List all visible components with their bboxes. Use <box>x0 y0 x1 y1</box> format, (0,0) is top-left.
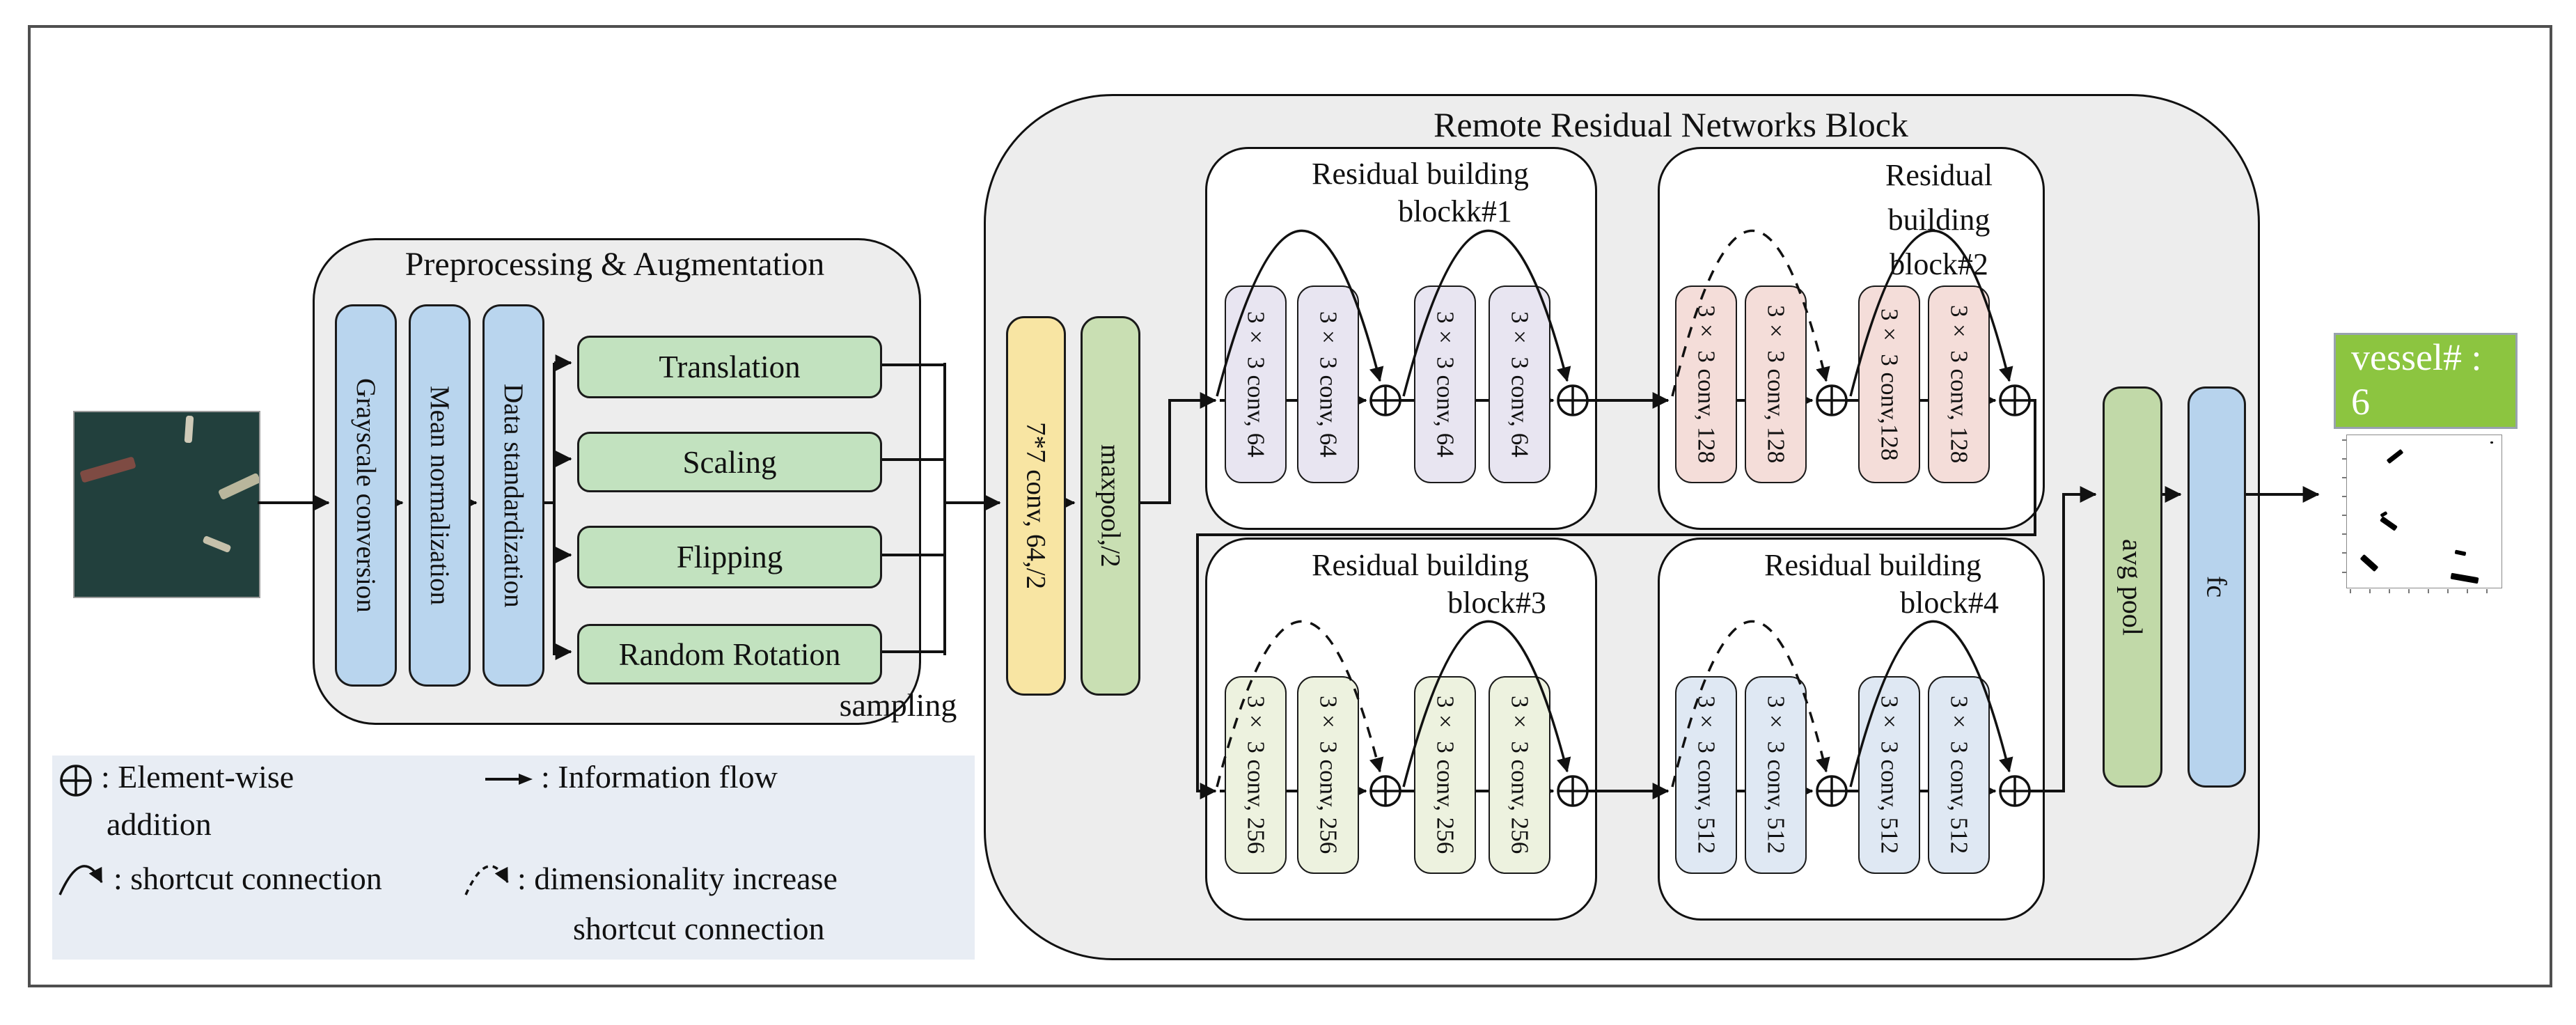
fc-box: fc <box>2188 386 2246 788</box>
b1-conv4: 3× 3 conv, 64 <box>1489 285 1550 483</box>
vessel-count-value: 6 <box>2351 381 2370 423</box>
b1-conv1: 3× 3 conv, 64 <box>1225 285 1287 483</box>
b2-conv3: 3× 3 conv,128 <box>1858 285 1920 483</box>
b1-conv3: 3× 3 conv, 64 <box>1414 285 1476 483</box>
plot-vessel-mark <box>2386 448 2404 464</box>
legend-infoflow-text: : Information flow <box>541 759 778 795</box>
block1-title-line2: blockk#1 <box>1398 194 1512 228</box>
legend-dim-increase-text2: shortcut connection <box>573 911 825 946</box>
stem-maxpool-box: maxpool,/2 <box>1081 316 1140 696</box>
block4-title-line1: Residual building <box>1764 548 1981 582</box>
output-detection-plot <box>2342 435 2502 593</box>
rrnb-title: Remote Residual Networks Block <box>1434 105 1908 144</box>
b2-conv1: 3× 3 conv, 128 <box>1675 285 1737 483</box>
aug-flipping: Flipping <box>577 526 882 588</box>
b2-conv4: 3× 3 conv, 128 <box>1928 285 1990 483</box>
information-flow-icon <box>485 774 533 785</box>
plot-vessel-mark <box>2380 516 2398 531</box>
input-satellite-image <box>73 411 260 598</box>
plot-vessel-mark <box>2490 441 2493 444</box>
b3-conv2: 3× 3 conv, 256 <box>1297 676 1359 874</box>
avg-pool-box: avg pool <box>2103 386 2162 788</box>
plot-vessel-mark <box>2359 554 2379 572</box>
stem-conv-box: 7*7 conv, 64,/2 <box>1006 316 1066 696</box>
legend: : Element-wise addition : Information fl… <box>52 756 975 960</box>
b4-conv3: 3× 3 conv, 512 <box>1858 676 1920 874</box>
block3-title-line2: block#3 <box>1447 586 1546 620</box>
aug-translation: Translation <box>577 336 882 398</box>
vessel-blob-4 <box>202 535 232 554</box>
b3-conv3: 3× 3 conv, 256 <box>1414 676 1476 874</box>
step-data-standardization: Data standardization <box>482 304 544 687</box>
block4-title-line2: block#4 <box>1900 586 1999 620</box>
vessel-count-label: vessel# : <box>2351 336 2482 378</box>
b3-conv4: 3× 3 conv, 256 <box>1489 676 1550 874</box>
dimensionality-increase-shortcut-icon <box>464 865 509 895</box>
block2-title-line2: building <box>1887 203 1990 237</box>
block3-title-line1: Residual building <box>1312 548 1529 582</box>
step-grayscale-conversion: Grayscale conversion <box>335 304 397 687</box>
vessel-blob-2 <box>79 456 136 483</box>
b4-conv1: 3× 3 conv, 512 <box>1675 676 1737 874</box>
aug-random-rotation: Random Rotation <box>577 624 882 684</box>
b4-conv4: 3× 3 conv, 512 <box>1928 676 1990 874</box>
b1-conv2: 3× 3 conv, 64 <box>1297 285 1359 483</box>
shortcut-connection-icon <box>58 865 103 895</box>
block2-title-line3: block#2 <box>1890 247 1988 281</box>
sampling-label: sampling <box>839 687 957 723</box>
vessel-blob-1 <box>184 415 194 444</box>
vessel-count-badge: vessel# : 6 <box>2334 333 2518 429</box>
b4-conv2: 3× 3 conv, 512 <box>1745 676 1807 874</box>
vessel-blob-3 <box>217 472 259 501</box>
plot-vessel-mark <box>2454 549 2467 556</box>
aug-scaling: Scaling <box>577 432 882 492</box>
preprocessing-title: Preprocessing & Augmentation <box>405 246 825 283</box>
block2-title-line1: Residual <box>1885 158 1993 192</box>
legend-addition-text: addition <box>107 806 212 842</box>
b3-conv1: 3× 3 conv, 256 <box>1225 676 1287 874</box>
step-mean-normalization: Mean normalization <box>409 304 471 687</box>
legend-dim-increase-text: : dimensionality increase <box>517 861 838 896</box>
b2-conv2: 3× 3 conv, 128 <box>1745 285 1807 483</box>
block1-title-line1: Residual building <box>1312 157 1529 191</box>
elementwise-addition-icon <box>60 765 92 797</box>
legend-shortcut-text: : shortcut connection <box>113 861 382 896</box>
plot-vessel-mark <box>2450 572 2479 584</box>
legend-elementwise-text: : Element-wise <box>101 759 294 795</box>
